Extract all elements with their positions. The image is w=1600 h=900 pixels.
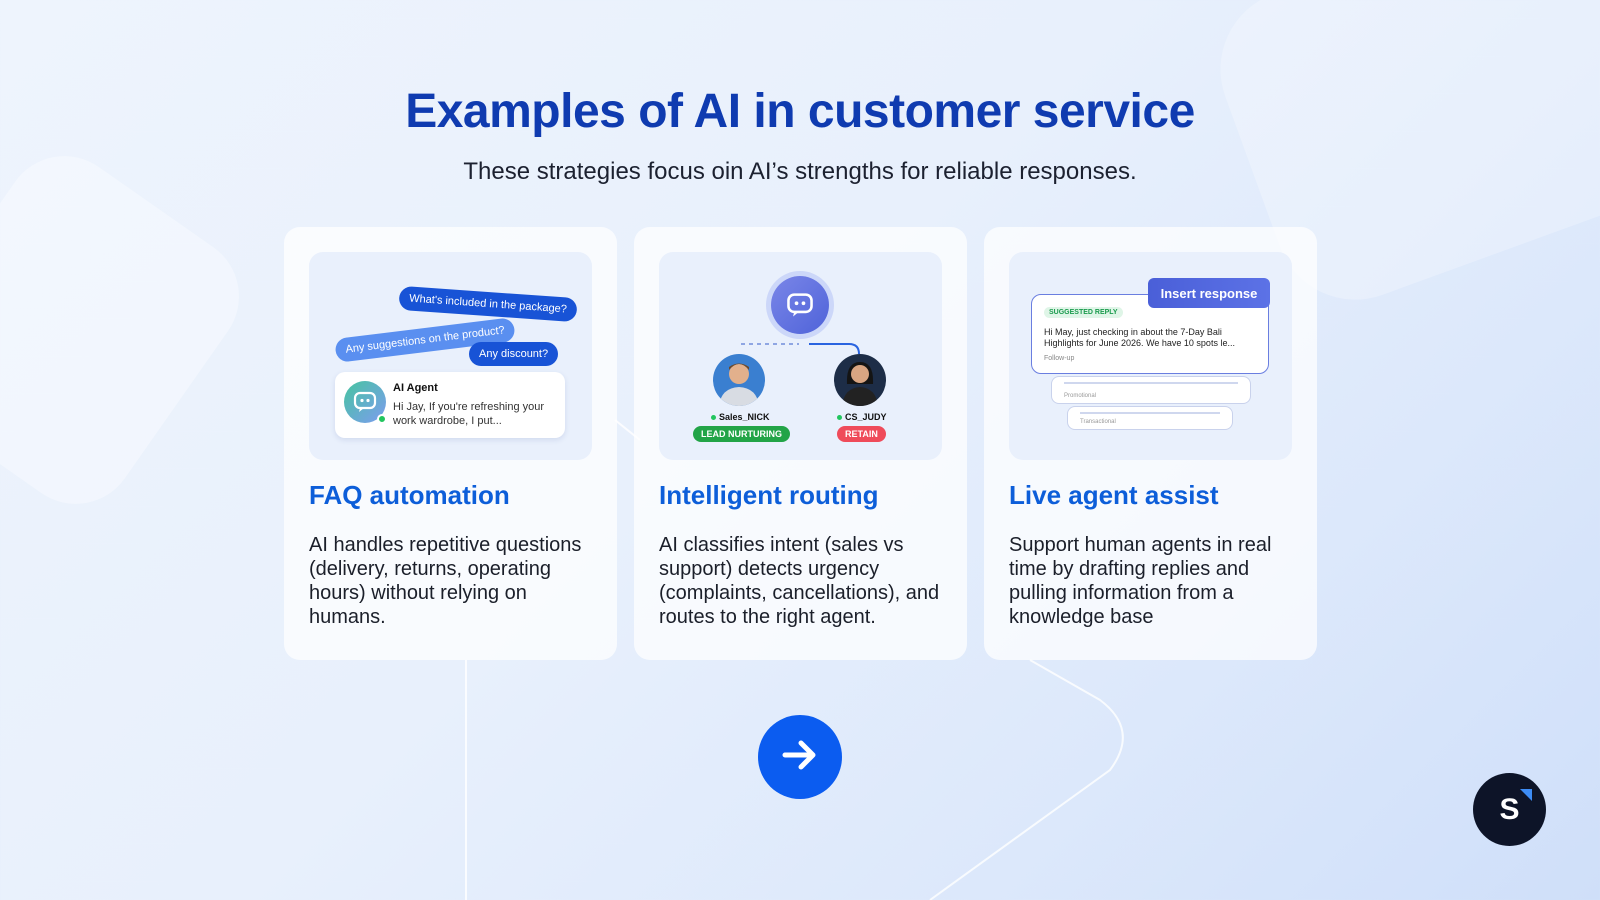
brand-logo: S — [1473, 773, 1546, 846]
faq-illustration: What's included in the package? Any sugg… — [309, 252, 592, 460]
agent-name-text: Sales_NICK — [719, 412, 770, 422]
chat-bot-icon — [771, 276, 829, 334]
reply-footer: Follow-up — [1044, 355, 1075, 362]
card-title: FAQ automation — [309, 480, 510, 510]
stack-label: Promotional — [1064, 393, 1097, 399]
card-live-agent-assist: Transactional Promotional SUGGESTED REPL… — [984, 227, 1317, 660]
agent-name: CS_JUDY — [837, 412, 887, 422]
next-button[interactable] — [758, 715, 842, 799]
logo-letter: S — [1499, 792, 1520, 826]
assist-illustration: Transactional Promotional SUGGESTED REPL… — [1009, 252, 1292, 460]
card-description: AI classifies intent (sales vs support) … — [659, 534, 940, 628]
agent-avatar — [834, 354, 886, 406]
agent-name: AI Agent — [393, 382, 438, 394]
agent-avatar — [713, 354, 765, 406]
agent-name: Sales_NICK — [711, 412, 770, 422]
insert-response-button: Insert response — [1148, 278, 1270, 308]
card-title: Intelligent routing — [659, 480, 879, 510]
agent-name-text: CS_JUDY — [845, 412, 887, 422]
online-status-icon — [837, 415, 842, 421]
routing-illustration: Sales_NICK CS_JUDY LEAD NURTURING RETAIN — [659, 252, 942, 460]
card-description: Support human agents in real time by dra… — [1009, 534, 1272, 628]
page-subtitle: These strategies focus oin AI’s strength… — [463, 158, 1137, 185]
stack-label: Transactional — [1080, 419, 1116, 425]
online-status-icon — [377, 414, 387, 424]
card-title: Live agent assist — [1009, 480, 1219, 510]
reply-text: Hi May, just checking in about the 7-Day… — [1044, 327, 1235, 348]
card-faq-automation: What's included in the package? Any sugg… — [284, 227, 617, 660]
agent-message: Hi Jay, If you're refreshing your work w… — [393, 401, 545, 427]
online-status-icon — [711, 415, 716, 421]
chat-bubble: What's included in the package? — [398, 285, 578, 323]
card-description: AI handles repetitive questions (deliver… — [309, 534, 582, 628]
logo-accent-icon — [1520, 789, 1532, 801]
background-shape — [0, 132, 263, 528]
suggested-reply-badge: SUGGESTED REPLY — [1044, 307, 1123, 318]
status-badge: LEAD NURTURING — [693, 426, 790, 442]
stacked-reply-card: Promotional — [1051, 376, 1251, 404]
ai-agent-message: AI Agent Hi Jay, If you're refreshing yo… — [335, 372, 565, 438]
status-badge: RETAIN — [837, 426, 886, 442]
page-title: Examples of AI in customer service — [405, 85, 1195, 138]
routing-connector-lines — [741, 343, 860, 355]
stacked-reply-card: Transactional — [1067, 406, 1233, 430]
arrow-right-icon — [777, 732, 823, 783]
card-intelligent-routing: Sales_NICK CS_JUDY LEAD NURTURING RETAIN… — [634, 227, 967, 660]
suggested-reply-card: SUGGESTED REPLY Hi May, just checking in… — [1031, 294, 1269, 374]
chat-bubble: Any discount? — [469, 342, 559, 366]
examples-cards: What's included in the package? Any sugg… — [284, 227, 1317, 660]
